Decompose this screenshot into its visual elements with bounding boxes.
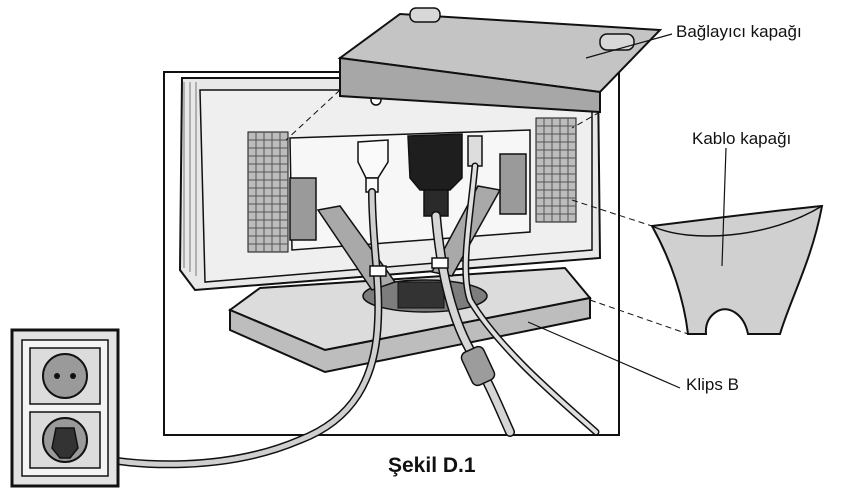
- usb-connector: [467, 135, 483, 167]
- clip-b-left: [369, 265, 387, 277]
- clip-b-right: [431, 257, 449, 269]
- connector-cover-label: Bağlayıcı kapağı: [676, 22, 802, 41]
- wall-outlet: [10, 328, 120, 488]
- monitor-back: [178, 77, 602, 292]
- ferrite-core: [460, 345, 496, 387]
- right-vent-grill: [535, 117, 577, 223]
- guide-lines: [285, 89, 689, 335]
- power-plug: [357, 139, 389, 193]
- dvi-connector: [407, 133, 463, 217]
- cable-cover-label: Kablo kapağı: [692, 129, 792, 148]
- figure-caption: Şekil D.1: [388, 454, 476, 477]
- clip-b-label: Klips B: [686, 375, 739, 394]
- cable-cover: [650, 204, 824, 335]
- leader-lines: [527, 33, 727, 389]
- monitor-stand-base: [227, 266, 592, 374]
- left-vent-grill: [247, 131, 289, 253]
